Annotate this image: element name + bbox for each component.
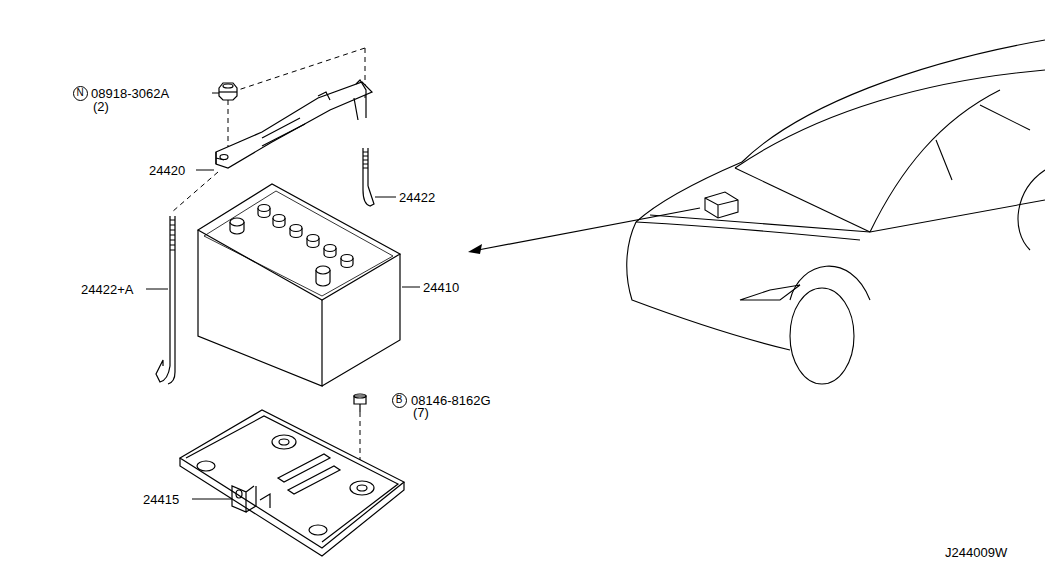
part-type-circle: N [73,86,88,101]
part-type-circle: B [392,393,407,408]
hook-rod [156,216,175,384]
battery-tray [180,410,404,556]
callout-number: 24410 [422,281,460,294]
callout-number: 24420 [148,164,186,177]
hook-rod [363,148,374,206]
bolt [354,394,366,412]
nut [219,83,237,100]
callout-number: 24422 [398,191,436,204]
battery-bracket [216,80,372,168]
symbol-letter: B [396,395,403,405]
quantity: (2) [92,100,110,113]
vehicle-outline [627,40,1045,384]
diagram-code: J244009W [944,546,1008,559]
quantity: (7) [412,406,430,419]
symbol-letter: N [76,88,83,98]
part-number: 08918-3062A [90,87,170,100]
battery [198,184,400,386]
callout-number: 24415 [142,493,180,506]
callout-number: 24422+A [80,283,134,296]
